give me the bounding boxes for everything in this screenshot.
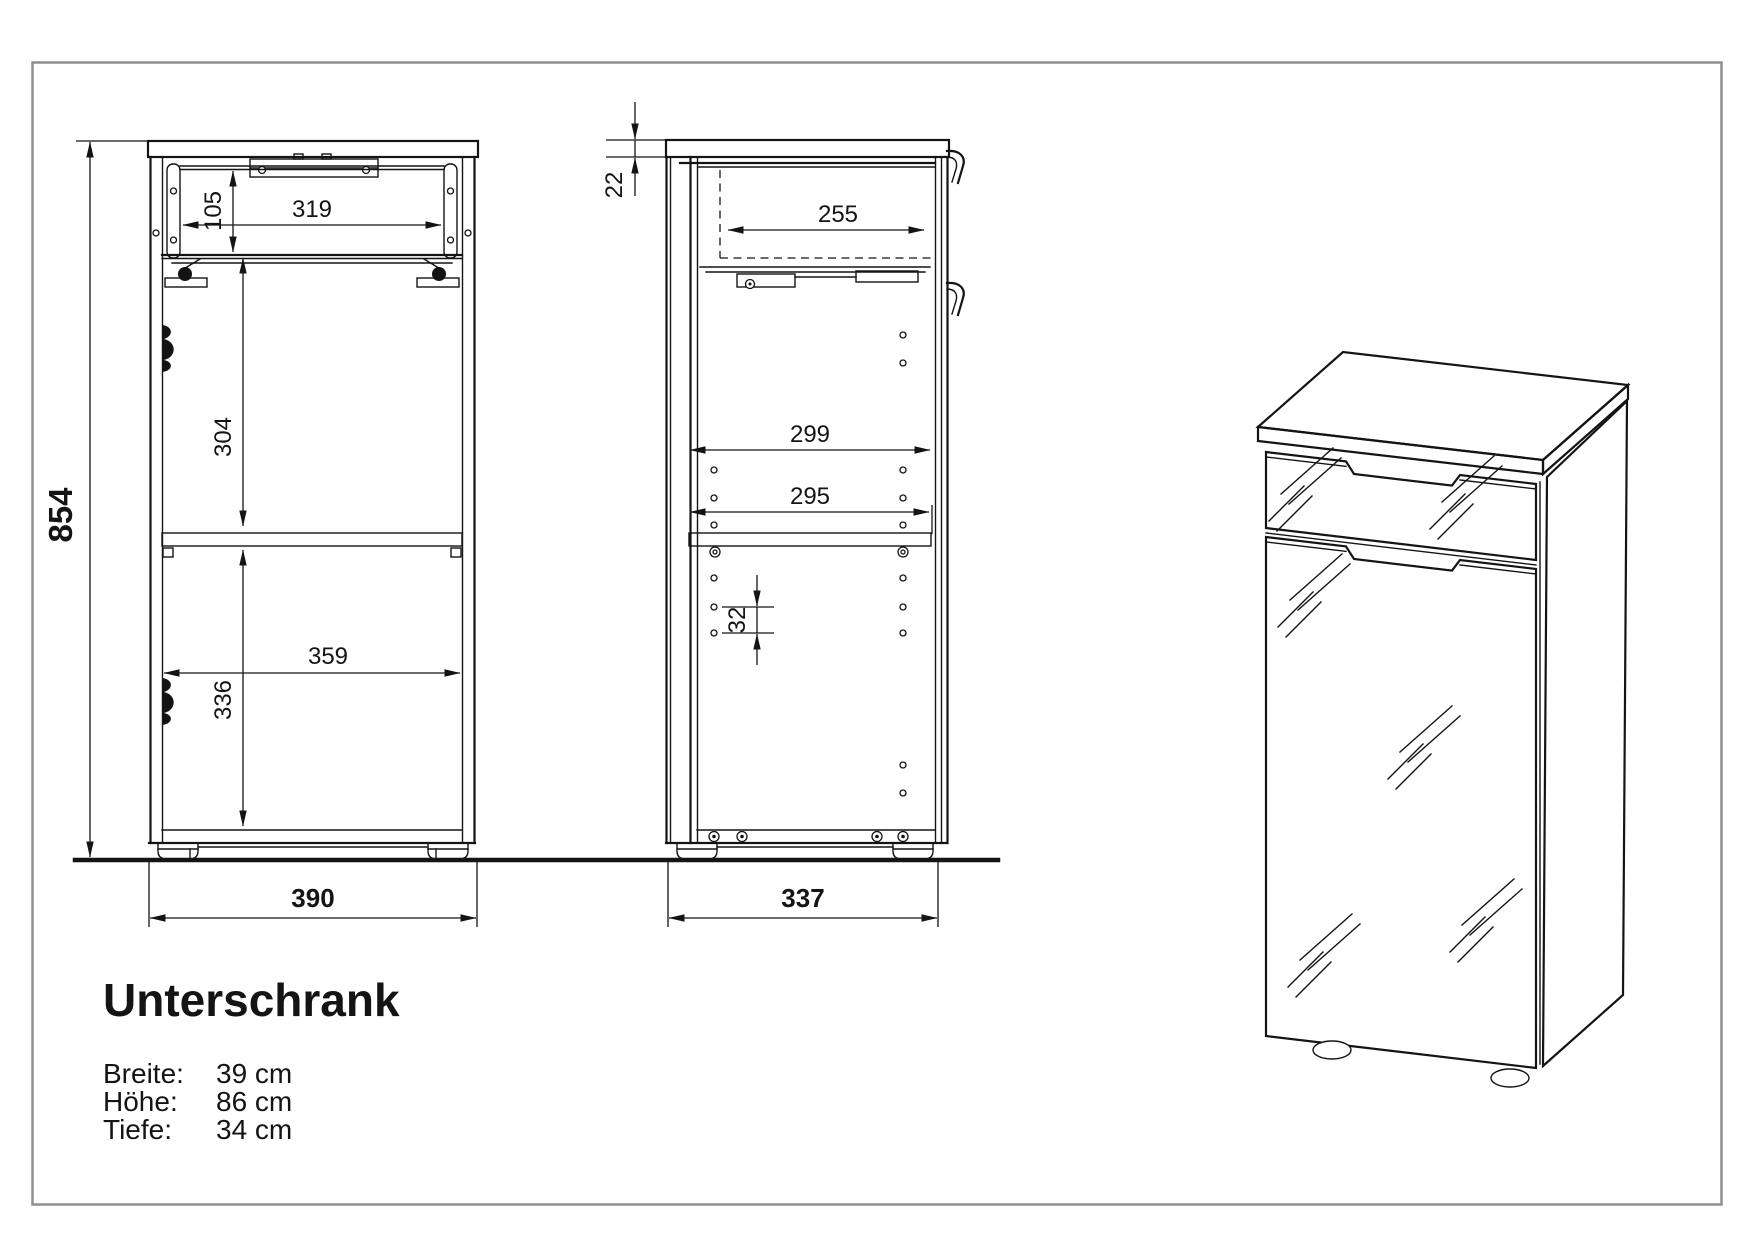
hinge-lower bbox=[162, 678, 174, 725]
wall-hook-upper bbox=[945, 149, 965, 185]
dimension-295: 295 bbox=[689, 483, 933, 534]
top-panel-side bbox=[664, 138, 951, 159]
title-block: Unterschrank Breite: 39 cm Höhe: 86 cm T… bbox=[103, 974, 400, 1145]
drawer-roller-right bbox=[432, 267, 446, 281]
dim-label-top-thickness: 22 bbox=[601, 172, 628, 199]
dim-label-total-width: 390 bbox=[291, 883, 334, 913]
door-front-3d bbox=[1264, 535, 1538, 1070]
side-face-3d bbox=[1541, 398, 1629, 1069]
dimension-32: 32 bbox=[722, 575, 774, 665]
dim-label-interior-width: 359 bbox=[308, 643, 348, 670]
hinge-upper bbox=[162, 325, 174, 372]
shelf-side bbox=[688, 532, 932, 547]
dimension-337: 337 bbox=[667, 862, 939, 927]
dimension-359: 359 bbox=[163, 643, 461, 677]
dimension-336: 336 bbox=[210, 549, 247, 827]
dimension-854: 854 bbox=[42, 140, 148, 858]
top-panel bbox=[146, 139, 480, 159]
dim-label-lower-section-height: 336 bbox=[210, 680, 237, 720]
dim-label-interior-depth: 299 bbox=[790, 421, 830, 448]
dim-label-shelf-depth: 295 bbox=[790, 483, 830, 510]
side-view: 22 255 299 295 32 337 bbox=[601, 102, 965, 927]
dim-label-drawer-opening-width: 319 bbox=[292, 196, 332, 223]
dimension-390: 390 bbox=[148, 862, 478, 927]
foot-side-right bbox=[892, 842, 934, 860]
foot-3d-right bbox=[1490, 1068, 1530, 1088]
shelf-pin-holes bbox=[710, 331, 907, 797]
dim-label-drawer-depth: 255 bbox=[818, 201, 858, 228]
spec-label-tiefe: Tiefe: bbox=[103, 1114, 172, 1145]
foot-side-left bbox=[676, 842, 718, 860]
spec-value-hoehe: 86 cm bbox=[216, 1086, 292, 1117]
dim-label-total-depth: 337 bbox=[781, 883, 824, 913]
specs-table: Breite: 39 cm Höhe: 86 cm Tiefe: 34 cm bbox=[103, 1058, 292, 1145]
foot-front-right bbox=[427, 842, 469, 860]
dimension-22: 22 bbox=[601, 102, 700, 198]
drawer-assembly bbox=[160, 153, 464, 288]
perspective-view bbox=[1255, 350, 1631, 1088]
foot-front-left bbox=[157, 842, 199, 860]
front-view: 854 105 319 304 359 336 390 bbox=[42, 139, 1001, 927]
wall-hook-lower bbox=[945, 281, 965, 317]
spec-label-breite: Breite: bbox=[103, 1058, 184, 1089]
dimension-255: 255 bbox=[727, 201, 925, 234]
drawer-slide-side bbox=[699, 266, 931, 290]
top-face bbox=[1255, 350, 1631, 462]
drawer-roller-left bbox=[178, 267, 192, 281]
dim-label-total-height: 854 bbox=[42, 487, 79, 543]
spec-value-breite: 39 cm bbox=[216, 1058, 292, 1089]
spec-label-hoehe: Höhe: bbox=[103, 1086, 178, 1117]
foot-3d-left bbox=[1312, 1040, 1352, 1060]
spec-value-tiefe: 34 cm bbox=[216, 1114, 292, 1145]
base-screws bbox=[708, 830, 909, 843]
dimension-319: 319 bbox=[182, 196, 442, 229]
dimension-105: 105 bbox=[200, 170, 237, 253]
dim-label-hole-pitch: 32 bbox=[724, 607, 751, 634]
dimension-299: 299 bbox=[689, 421, 931, 454]
dimension-304: 304 bbox=[210, 257, 247, 527]
page-title: Unterschrank bbox=[103, 974, 400, 1026]
shelf bbox=[161, 532, 463, 547]
drawer-front-3d bbox=[1264, 450, 1538, 562]
page-border bbox=[31, 61, 1723, 1206]
mirror-glints bbox=[1268, 447, 1523, 998]
dim-label-upper-section-height: 304 bbox=[210, 417, 237, 457]
